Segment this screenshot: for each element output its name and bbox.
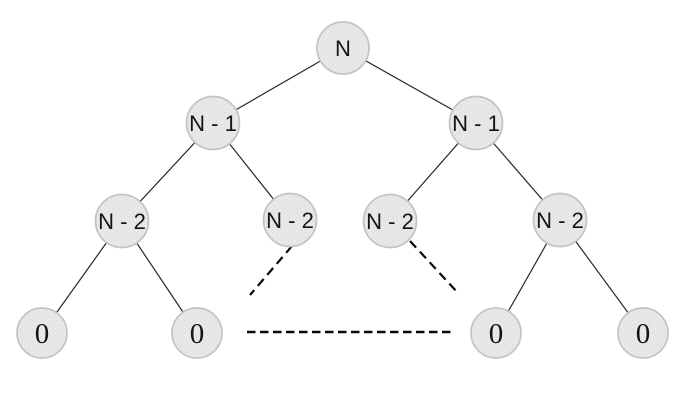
tree-node-n1-right: N - 1: [448, 95, 504, 151]
tree-node-root: N: [316, 21, 370, 75]
tree-node-n2-2: N - 2: [262, 192, 318, 248]
node-label: N: [335, 36, 351, 61]
node-circle: [448, 95, 504, 151]
tree-node-leaf-3: 0: [470, 307, 522, 359]
node-circle: [470, 307, 522, 359]
node-circle: [171, 307, 223, 359]
node-label: N - 1: [452, 111, 500, 136]
node-circle: [316, 21, 370, 75]
node-label: N - 2: [366, 209, 414, 234]
tree-node-leaf-4: 0: [617, 307, 669, 359]
node-label: 0: [190, 318, 205, 350]
tree-node-leaf-2: 0: [171, 307, 223, 359]
node-label: 0: [489, 318, 504, 350]
node-label: N - 2: [266, 208, 314, 233]
node-circle: [94, 193, 150, 249]
tree-node-n1-left: N - 1: [185, 95, 241, 151]
node-label: 0: [636, 318, 651, 350]
tree-node-leaf-1: 0: [16, 307, 68, 359]
node-circle: [532, 192, 588, 248]
node-circle: [617, 307, 669, 359]
node-label: N - 1: [189, 111, 237, 136]
tree-node-n2-3: N - 2: [362, 193, 418, 249]
node-label: N - 2: [536, 208, 584, 233]
node-circle: [185, 95, 241, 151]
tree-node-n2-1: N - 2: [94, 193, 150, 249]
dashed-edge-n2c-omitted-subtree: [409, 240, 459, 294]
tree-node-n2-4: N - 2: [532, 192, 588, 248]
node-label: 0: [35, 318, 50, 350]
node-circle: [16, 307, 68, 359]
tree-dashed-edges: [247, 240, 459, 334]
node-circle: [362, 193, 418, 249]
node-circle: [262, 192, 318, 248]
node-label: N - 2: [98, 209, 146, 234]
tree-solid-edges: [41, 47, 644, 334]
dashed-edge-n2b-omitted-subtree: [249, 245, 293, 296]
